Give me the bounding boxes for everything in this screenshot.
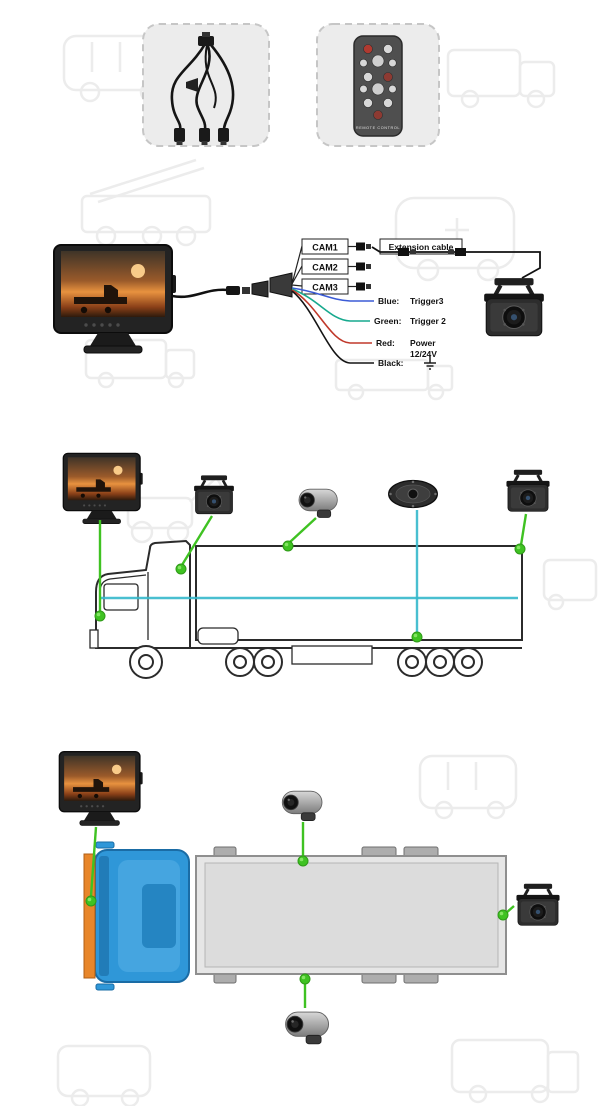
monitor-image [53, 244, 177, 354]
front-connector-dot [85, 895, 97, 907]
cam2-label: CAM2 [312, 263, 338, 273]
wire-blue-value: Trigger3 [410, 296, 444, 306]
truck-side-view [89, 539, 523, 679]
bottom-side-camera-image [285, 1011, 330, 1045]
wire-green-name: Green: [374, 316, 402, 326]
truck-top-view [83, 841, 507, 991]
remote-control-image: REMOTE CONTROL [353, 35, 403, 137]
power-trigger-wires [291, 287, 374, 364]
dome-camera-image [388, 479, 438, 509]
rear-camera-image [484, 278, 544, 336]
extension-cable-label: Extension cable [389, 242, 454, 252]
trailer-front-connector-dot [282, 540, 294, 552]
extension-cable-line [371, 246, 541, 279]
cab-connector-dot [175, 563, 187, 575]
wire-labels: Blue: Trigger3 Green: Trigger 2 Red: Pow… [374, 296, 446, 368]
cam1-label: CAM1 [312, 243, 338, 253]
bottom-connector-dot [299, 973, 311, 985]
accessories-section: REMOTE CONTROL [142, 23, 440, 147]
wire-red-value: Power [410, 338, 436, 348]
top-view-installation-section [58, 750, 562, 1045]
side-view-installation-section [62, 452, 552, 679]
wire-red-name: Red: [376, 338, 395, 348]
monitor-image [62, 452, 144, 525]
wire-black-name: Black: [378, 358, 404, 368]
cam-connectors [348, 242, 371, 291]
ground-symbol [424, 356, 436, 370]
side-camera-image [298, 488, 338, 518]
monitor-cable [171, 288, 229, 299]
cable-runs-side [98, 510, 528, 632]
rear-connector-dot [514, 543, 526, 555]
main-connector [226, 272, 293, 298]
cable-harness-image [170, 32, 235, 145]
front-marker-strip [83, 853, 96, 979]
extension-connectors [398, 248, 466, 256]
background-watermarks [56, 34, 598, 1106]
rear-camera-image [514, 882, 562, 927]
front-connector-dot [94, 610, 106, 622]
trailer-bottom-connector-dot [411, 631, 423, 643]
wiring-diagram-section: CAM1 CAM2 CAM3 Extension cable Bl [53, 238, 544, 370]
cam3-label: CAM3 [312, 283, 338, 293]
wire-green-value: Trigger 2 [410, 316, 446, 326]
wire-blue-name: Blue: [378, 296, 399, 306]
remote-control-label: REMOTE CONTROL [356, 126, 400, 130]
rear-connector-dot [497, 909, 509, 921]
fanout-lines [291, 245, 303, 287]
rear-camera-image [504, 468, 552, 513]
cam-label-boxes: CAM1 CAM2 CAM3 [301, 238, 349, 295]
wire-red-value2: 12/24V [410, 349, 437, 359]
side-camera-image [281, 790, 323, 821]
side-connector-dot [297, 855, 309, 867]
monitor-image [58, 750, 144, 827]
